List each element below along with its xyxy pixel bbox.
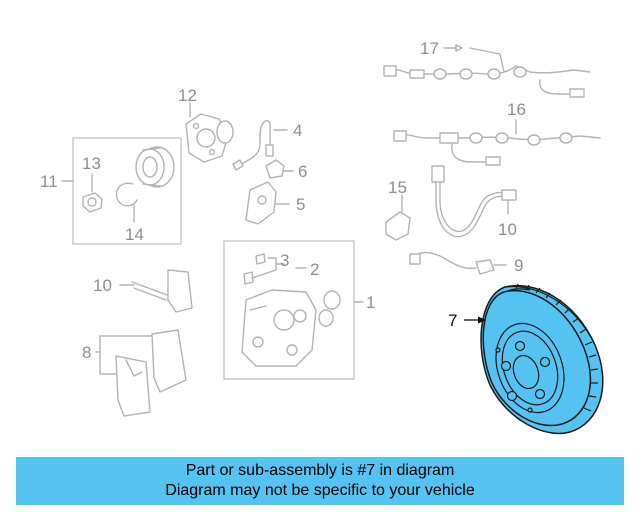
callout-15: 15: [388, 178, 407, 197]
callout-4: 4: [293, 121, 302, 140]
sensor-wire-9-part: [410, 253, 506, 275]
callout-13: 13: [82, 154, 101, 173]
callout-12: 12: [178, 86, 197, 105]
callout-11: 11: [40, 172, 58, 191]
caliper-part: [242, 290, 316, 366]
pad-hardware-part: [120, 270, 192, 312]
clip-part: [266, 160, 293, 178]
snap-ring-part: [116, 183, 137, 222]
callout-16: 16: [507, 100, 526, 119]
callout-8: 8: [82, 343, 91, 362]
exploded-parts-diagram: 11 13 14 12 4 6: [0, 0, 640, 456]
callout-3: 3: [280, 251, 289, 270]
sensor-15-part: [386, 195, 410, 240]
callout-10-hose: 10: [498, 220, 517, 239]
bleeder-screws-part: [244, 254, 306, 284]
bracket-part: [246, 182, 289, 224]
wear-sensor-17-part: [384, 45, 590, 97]
callout-1: 1: [366, 293, 375, 312]
callout-6: 6: [298, 162, 307, 181]
callout-10-hardware: 10: [93, 276, 112, 295]
callout-2: 2: [310, 260, 319, 279]
callout-17: 17: [420, 39, 439, 58]
callout-7: 7: [448, 311, 457, 330]
callout-5: 5: [296, 195, 305, 214]
hub-nut-part: [83, 174, 102, 212]
wear-sensor-16-part: [394, 120, 600, 165]
callout-14: 14: [125, 225, 144, 244]
wheel-hub-part: [186, 103, 233, 162]
brake-rotor-part-7: [481, 284, 603, 433]
wheel-bearing-part: [136, 147, 174, 187]
banner-line-disclaimer: Diagram may not be specific to your vehi…: [165, 481, 474, 501]
brake-pads-part: [96, 330, 186, 416]
info-banner: Part or sub-assembly is #7 in diagram Di…: [16, 457, 624, 505]
banner-line-part-number: Part or sub-assembly is #7 in diagram: [186, 461, 455, 481]
callout-9: 9: [514, 256, 523, 275]
caliper-seals-part: [319, 291, 340, 326]
